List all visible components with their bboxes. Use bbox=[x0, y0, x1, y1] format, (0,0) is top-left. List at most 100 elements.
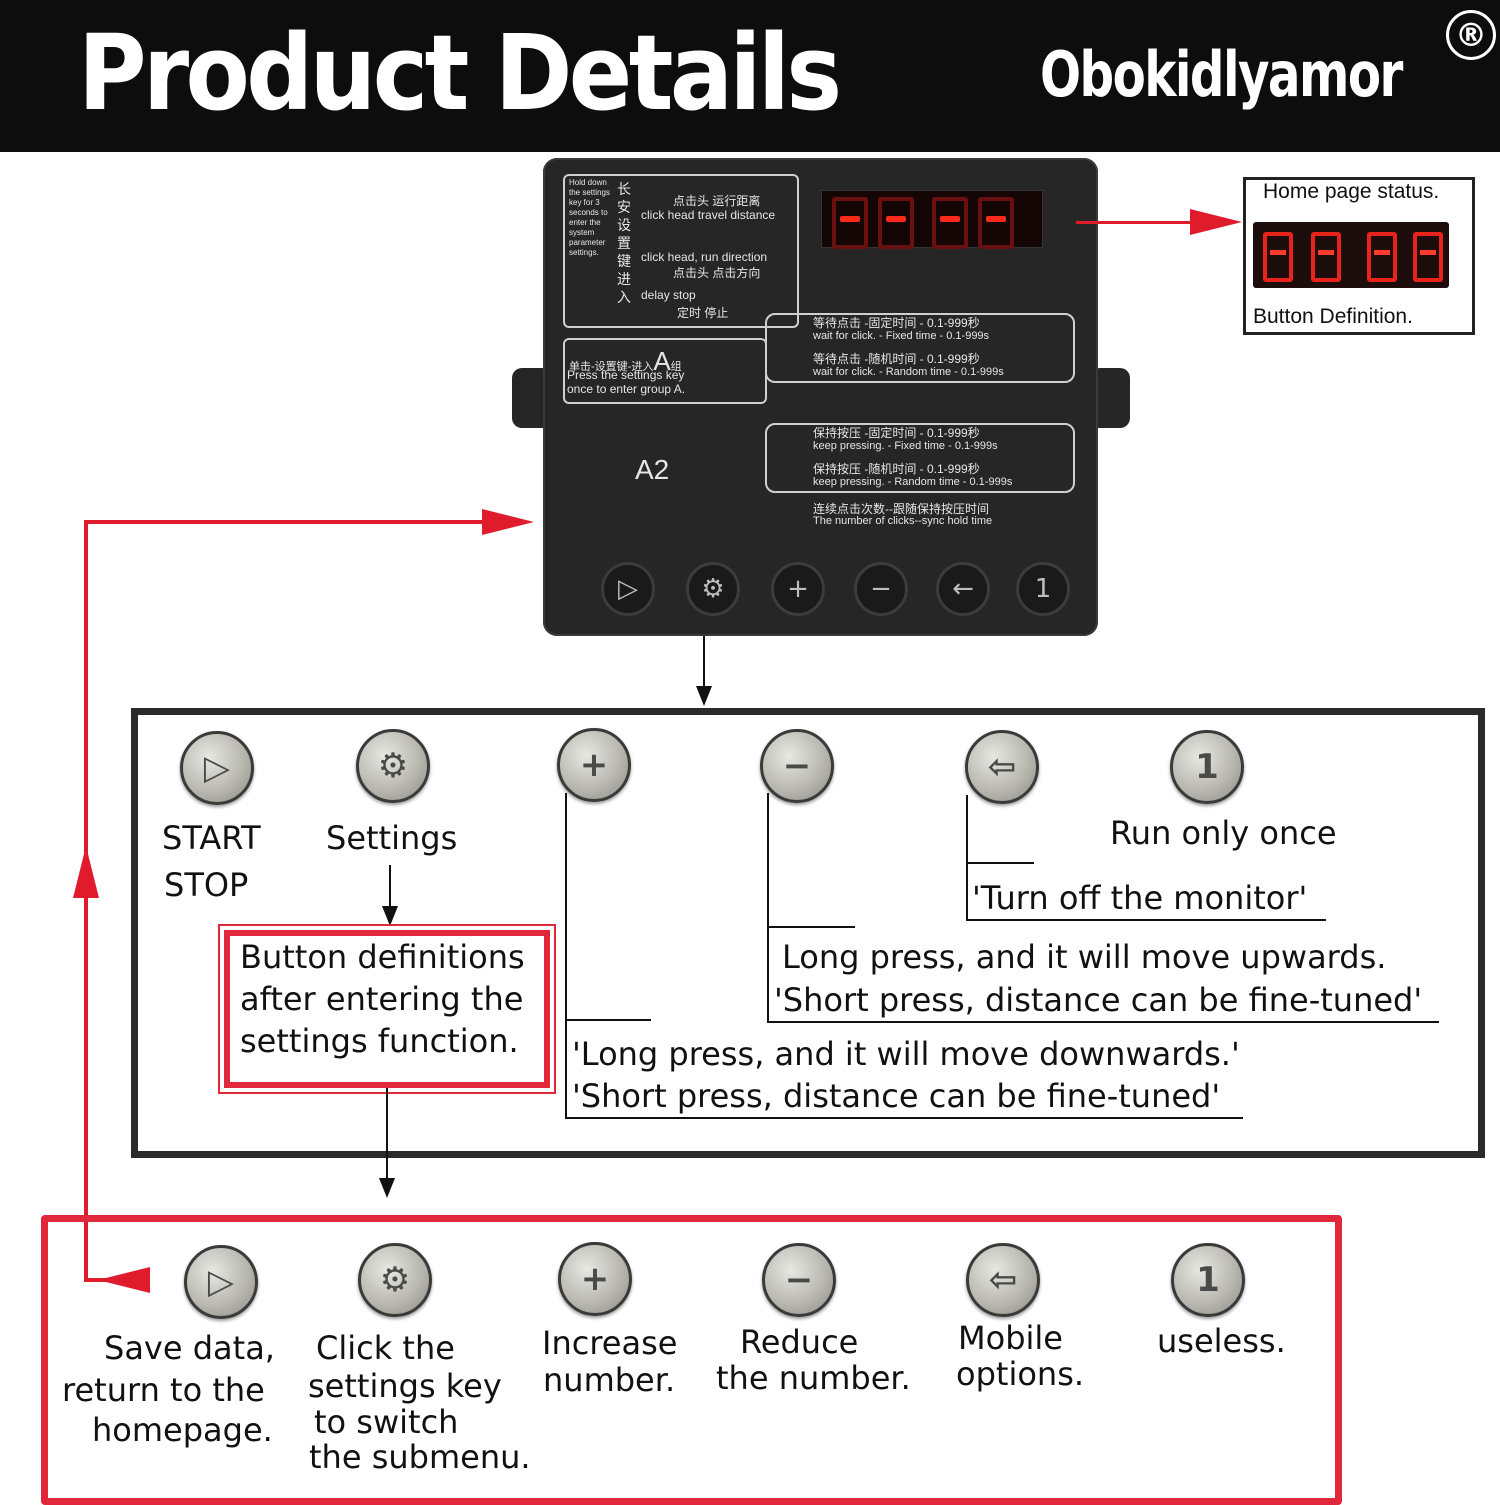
reduce-minus-button-icon[interactable]: − bbox=[762, 1243, 836, 1317]
down-short-label: 'Short press, distance can be fine-tuned… bbox=[572, 1077, 1221, 1115]
settings-gear-icon[interactable]: ⚙ bbox=[356, 729, 430, 803]
loop-arrow-left-icon bbox=[98, 1267, 150, 1293]
settings-box-line: settings function. bbox=[240, 1022, 519, 1060]
loop-line-vertical bbox=[84, 520, 88, 1282]
back-underline bbox=[966, 919, 1326, 921]
device-keep-box bbox=[765, 423, 1075, 493]
wait-random-en: wait for click. - Random time - 0.1-999s bbox=[813, 366, 1004, 378]
mini-led-digit bbox=[1263, 232, 1293, 282]
save-play-button-icon[interactable]: ▷ bbox=[184, 1245, 258, 1319]
device-group-en2: once to enter group A. bbox=[567, 382, 686, 396]
device-group-cn: 单击-设置键-进入A组 bbox=[569, 346, 682, 377]
device-row3-en: delay stop bbox=[641, 288, 696, 302]
settings-arrow-icon bbox=[382, 906, 398, 926]
keep-fixed-cn: 保持按压 -固定时间 - 0.1-999秒 bbox=[813, 426, 980, 440]
run-once-label: Run only once bbox=[1110, 814, 1337, 852]
loop-arrow-right-icon bbox=[482, 509, 534, 535]
minus-button-icon[interactable]: − bbox=[760, 729, 834, 803]
device-back-button[interactable]: ← bbox=[936, 562, 990, 616]
device-row2-en: click head, run direction bbox=[641, 250, 768, 264]
main-buttons-panel bbox=[131, 708, 1485, 1158]
back-arrow-button-icon[interactable]: ⇦ bbox=[965, 730, 1039, 804]
increase-label-line: Increase bbox=[542, 1324, 678, 1362]
device-wait-box bbox=[765, 313, 1075, 383]
keep-fixed-en: keep pressing. - Fixed time - 0.1-999s bbox=[813, 440, 998, 452]
mobile-label-line: options. bbox=[956, 1355, 1085, 1393]
back-leader-line bbox=[966, 795, 968, 921]
settings-function-box: Button definitions after entering the se… bbox=[224, 930, 550, 1088]
down-long-label: 'Long press, and it will move downwards.… bbox=[572, 1035, 1240, 1073]
status-arrow-icon bbox=[1190, 209, 1242, 235]
clicks-cn: 连续点击次数--跟随保持按压时间 bbox=[813, 502, 989, 516]
play-button-icon[interactable]: ▷ bbox=[180, 731, 254, 805]
save-label-line: return to the bbox=[62, 1371, 265, 1409]
plus-leader-tick bbox=[565, 1019, 651, 1021]
device-once-button[interactable]: 1 bbox=[1016, 562, 1070, 616]
device-row2-cn: 点击头 点击方向 bbox=[673, 266, 761, 280]
registered-trademark-icon: ® bbox=[1446, 10, 1496, 60]
device-play-button[interactable]: ▷ bbox=[601, 562, 655, 616]
wait-random-cn: 等待点击 -随机时间 - 0.1-999秒 bbox=[813, 352, 980, 366]
led-digit bbox=[932, 197, 968, 249]
mini-led-digit bbox=[1413, 232, 1443, 282]
main-connector-line bbox=[703, 636, 705, 688]
reduce-label-line: Reduce bbox=[740, 1323, 859, 1361]
loop-line-top bbox=[84, 520, 484, 524]
save-label-line: Save data, bbox=[104, 1329, 275, 1367]
device-row3-cn: 定时 停止 bbox=[677, 306, 729, 320]
turn-off-label: 'Turn off the monitor' bbox=[972, 879, 1308, 917]
device-plus-button[interactable]: + bbox=[771, 562, 825, 616]
wait-fixed-cn: 等待点击 -固定时间 - 0.1-999秒 bbox=[813, 316, 980, 330]
device-minus-button[interactable]: − bbox=[854, 562, 908, 616]
submenu-gear-button-icon[interactable]: ⚙ bbox=[358, 1243, 432, 1317]
device-model: A2 bbox=[635, 454, 670, 485]
settings-label: Settings bbox=[326, 819, 458, 857]
reduce-label-line: the number. bbox=[716, 1359, 911, 1397]
mini-led-digit bbox=[1311, 232, 1341, 282]
header-bar bbox=[0, 0, 1500, 152]
plus-leader-line bbox=[565, 793, 567, 1119]
group-cn-suffix: 组 bbox=[670, 361, 682, 373]
wait-fixed-en: wait for click. - Fixed time - 0.1-999s bbox=[813, 330, 990, 342]
start-label: START bbox=[162, 819, 261, 857]
settings-box-line: after entering the bbox=[240, 980, 524, 1018]
loop-arrow-up-icon bbox=[73, 846, 99, 898]
increase-label-line: number. bbox=[543, 1361, 676, 1399]
group-letter: A bbox=[653, 346, 671, 376]
brand-name: Obokidlyamor bbox=[1040, 38, 1403, 111]
run-once-button-icon[interactable]: 1 bbox=[1170, 730, 1244, 804]
page-title: Product Details bbox=[78, 12, 842, 134]
up-short-label: 'Short press, distance can be fine-tuned… bbox=[774, 981, 1423, 1019]
mobile-label-line: Mobile bbox=[958, 1319, 1063, 1357]
status-connector-line bbox=[1076, 221, 1196, 224]
device-side-text: Hold down the settings key for 3 seconds… bbox=[569, 178, 610, 257]
home-status-label: Home page status. bbox=[1263, 180, 1440, 203]
keep-random-en: keep pressing. - Random time - 0.1-999s bbox=[813, 476, 1013, 488]
led-digit bbox=[978, 197, 1014, 249]
clicks-en: The number of clicks--sync hold time bbox=[813, 515, 993, 527]
device-row1-cn: 点击头 运行距离 bbox=[673, 194, 761, 208]
increase-plus-button-icon[interactable]: + bbox=[558, 1242, 632, 1316]
click-label-line: the submenu. bbox=[309, 1438, 531, 1476]
device-row1-en: click head travel distance bbox=[641, 208, 776, 222]
useless-label: useless. bbox=[1157, 1322, 1286, 1360]
device-led-display bbox=[821, 190, 1043, 249]
group-cn-label: 单击-设置键-进入 bbox=[569, 361, 654, 373]
device-side-cn: 长安设置键进入 bbox=[617, 181, 631, 305]
up-long-label: Long press, and it will move upwards. bbox=[782, 938, 1387, 976]
minus-leader-tick bbox=[767, 926, 855, 928]
plus-button-icon[interactable]: + bbox=[557, 728, 631, 802]
minus-underline bbox=[767, 1021, 1439, 1023]
device-group-en1: Press the settings key bbox=[567, 368, 685, 382]
stop-label: STOP bbox=[164, 866, 249, 904]
device-settings-block bbox=[563, 174, 799, 328]
useless-one-button-icon[interactable]: 1 bbox=[1171, 1243, 1245, 1317]
back-leader-tick bbox=[966, 862, 1034, 864]
click-label-line: settings key bbox=[308, 1367, 502, 1405]
settings-box-line: Button definitions bbox=[240, 938, 525, 976]
mobile-arrow-button-icon[interactable]: ⇦ bbox=[966, 1243, 1040, 1317]
device-settings-button[interactable]: ⚙ bbox=[686, 562, 740, 616]
main-connector-arrow-icon bbox=[696, 686, 712, 706]
mini-led-digit bbox=[1367, 232, 1397, 282]
save-label-line: homepage. bbox=[92, 1411, 273, 1449]
